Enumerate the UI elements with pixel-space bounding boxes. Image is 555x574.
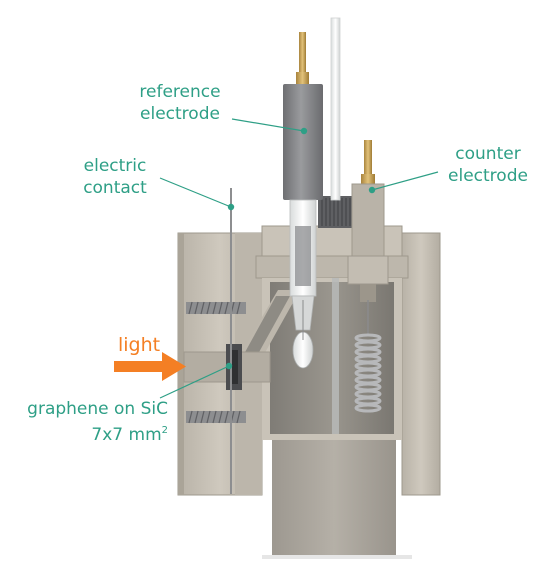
counter-electrode-label: counter electrode xyxy=(440,143,536,187)
reference-electrode-label-line1: reference xyxy=(139,82,221,102)
base-shadow xyxy=(262,555,412,559)
electric-contact-label: electric contact xyxy=(70,155,160,199)
counter-electrode-label-line1: counter xyxy=(455,144,521,164)
leader-lines xyxy=(159,118,439,399)
graphene-label-line1: graphene on SiC xyxy=(27,399,168,419)
leader-dots xyxy=(225,127,376,370)
counter-coil xyxy=(354,333,382,413)
reference-electrode-label-line2: electrode xyxy=(140,104,220,124)
counter-electrode-label-line2: electrode xyxy=(448,166,528,186)
light-label: light xyxy=(118,334,161,356)
electric-contact-label-line2: contact xyxy=(83,178,147,198)
graphene-size-text: 7x7 mm xyxy=(91,425,162,445)
base-block xyxy=(272,440,396,556)
light-arrow-icon xyxy=(114,352,186,381)
electric-contact-label-line1: electric xyxy=(83,156,147,176)
reference-electrode-label: reference electrode xyxy=(128,81,232,125)
graphene-label-line2: 7x7 mm2 xyxy=(8,420,168,446)
graphene-size-exponent: 2 xyxy=(161,425,168,436)
graphene-label: graphene on SiC 7x7 mm2 xyxy=(8,398,168,446)
reference-electrode xyxy=(283,32,323,369)
counter-electrode xyxy=(347,140,389,334)
gas-tube xyxy=(330,17,341,434)
